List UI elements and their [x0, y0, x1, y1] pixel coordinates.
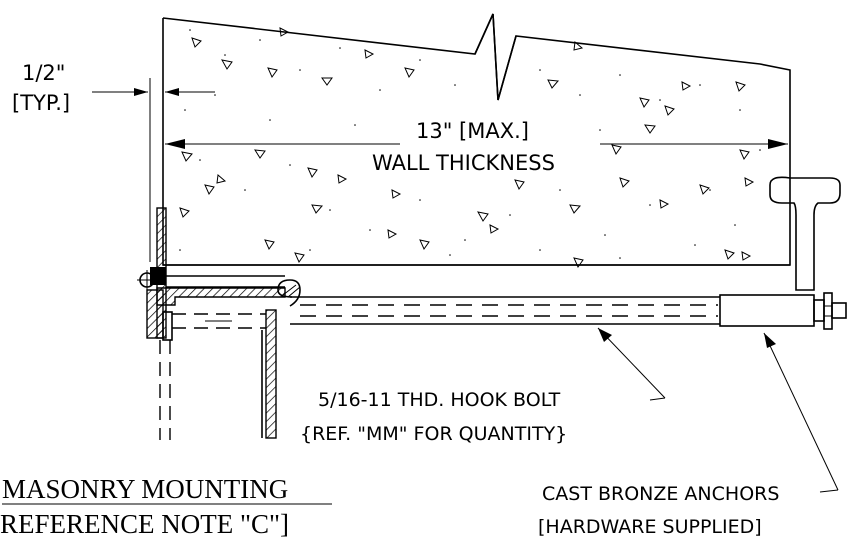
detail-title: MASONRY MOUNTING — [2, 474, 288, 504]
cast-bronze-anchor — [769, 176, 841, 291]
hook-bolt-reference: {REF. "MM" FOR QUANTITY} — [300, 423, 567, 445]
wall-thickness-label: WALL THICKNESS — [372, 151, 555, 175]
hook-bolt — [277, 279, 847, 330]
wall-thickness-dimension — [165, 139, 788, 149]
hook-bolt-label: 5/16-11 THD. HOOK BOLT — [318, 389, 561, 411]
gap-typ-label: [TYP.] — [12, 91, 70, 115]
concrete-aggregate — [179, 27, 755, 269]
gap-dimension — [92, 78, 215, 262]
anchor-note: [HARDWARE SUPPLIED] — [538, 516, 762, 538]
concrete-stipple — [179, 29, 761, 259]
mounting-angle — [137, 207, 286, 440]
wall-dimension-label: 13" [MAX.] — [416, 119, 529, 143]
gap-dimension-label: 1/2" — [22, 61, 65, 85]
leaders — [597, 327, 839, 493]
anchor-label: CAST BRONZE ANCHORS — [542, 483, 779, 505]
concrete-wall — [162, 13, 791, 269]
detail-title-reference: REFERENCE NOTE "C"] — [0, 509, 289, 539]
